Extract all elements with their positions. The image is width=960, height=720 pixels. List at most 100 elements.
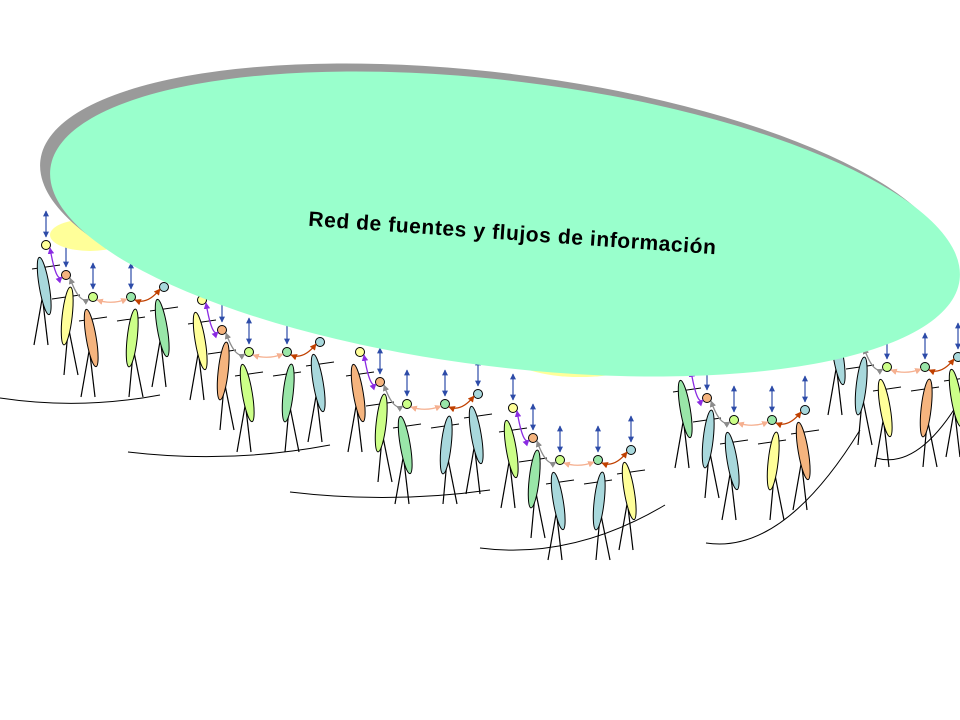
- person-head: [729, 415, 739, 425]
- arm: [498, 427, 528, 433]
- person-body: [154, 298, 170, 358]
- people-group: [127, 265, 335, 458]
- arm: [345, 371, 375, 377]
- person-body: [877, 378, 893, 438]
- leg: [926, 418, 938, 468]
- horizontal-flow-arrow: [203, 302, 219, 339]
- leg: [288, 403, 300, 453]
- person-body: [216, 341, 230, 401]
- person-head: [920, 362, 930, 372]
- person-head: [440, 399, 450, 409]
- horizontal-flow-arrow: [361, 354, 377, 391]
- leg: [827, 366, 837, 416]
- person-head: [126, 292, 136, 302]
- arm: [463, 413, 493, 419]
- leg: [236, 403, 246, 453]
- person-body: [677, 379, 693, 439]
- leg: [674, 419, 684, 469]
- person-body: [125, 308, 139, 368]
- person-head: [61, 270, 71, 280]
- person-head: [953, 352, 960, 362]
- leg: [132, 348, 144, 398]
- person-body: [795, 421, 811, 481]
- horizontal-flow-arrow: [224, 332, 246, 360]
- arm: [616, 469, 646, 475]
- leg: [534, 489, 546, 539]
- person-body: [83, 308, 99, 368]
- person-body: [310, 353, 326, 413]
- person-head: [217, 325, 227, 335]
- person-body: [766, 431, 780, 491]
- person-body: [550, 471, 566, 531]
- leg: [945, 408, 955, 458]
- leg: [721, 471, 731, 521]
- leg: [189, 351, 199, 401]
- arm: [187, 319, 217, 325]
- person-body: [192, 311, 208, 371]
- person-head: [355, 347, 365, 357]
- person-body: [701, 409, 715, 469]
- leg: [381, 433, 393, 483]
- person-body: [468, 405, 484, 465]
- person-head: [555, 455, 565, 465]
- ground-arc: [127, 444, 331, 458]
- person-body: [919, 378, 933, 438]
- horizontal-flow-arrow: [928, 358, 955, 376]
- person-head: [315, 337, 325, 347]
- leg: [547, 511, 557, 561]
- arm: [719, 439, 749, 445]
- leg: [874, 418, 884, 468]
- arm: [234, 371, 264, 377]
- horizontal-flow-arrow: [410, 405, 442, 412]
- ground-arc: [705, 429, 861, 545]
- arm: [672, 387, 702, 393]
- leg: [80, 348, 90, 398]
- people-group: [289, 317, 493, 505]
- horizontal-flow-arrow: [134, 288, 161, 306]
- person-head: [528, 433, 538, 443]
- person-body: [60, 286, 74, 346]
- leg: [599, 511, 611, 561]
- horizontal-flow-arrow: [290, 343, 317, 361]
- person-body: [397, 415, 413, 475]
- arm: [392, 423, 422, 429]
- person-head: [508, 403, 518, 413]
- horizontal-flow-arrow: [47, 247, 63, 284]
- person-body: [350, 363, 366, 423]
- person-head: [402, 399, 412, 409]
- person-head: [882, 362, 892, 372]
- horizontal-flow-arrow: [448, 395, 475, 413]
- person-body: [592, 471, 606, 531]
- ground-arc: [479, 504, 666, 551]
- person-head: [88, 292, 98, 302]
- person-head: [244, 347, 254, 357]
- person-head: [375, 377, 385, 387]
- ellipse-main: [50, 71, 960, 377]
- people-groups: [0, 210, 960, 561]
- person-head: [626, 445, 636, 455]
- leg: [618, 501, 628, 551]
- horizontal-flow-arrow: [96, 298, 128, 305]
- leg: [33, 296, 43, 346]
- horizontal-flow-arrow: [382, 384, 404, 412]
- person-head: [473, 389, 483, 399]
- leg: [67, 326, 79, 376]
- people-group: [479, 373, 666, 561]
- arm: [149, 306, 179, 312]
- horizontal-flow-arrow: [862, 347, 884, 375]
- person-head: [159, 282, 169, 292]
- arm: [943, 378, 960, 382]
- person-head: [767, 415, 777, 425]
- person-body: [724, 431, 740, 491]
- horizontal-flow-arrow: [737, 421, 769, 428]
- person-body: [239, 363, 255, 423]
- arm: [31, 264, 61, 270]
- horizontal-flow-arrow: [775, 411, 802, 429]
- person-head: [41, 240, 51, 250]
- person-head: [282, 347, 292, 357]
- ground-arc: [289, 489, 491, 499]
- network-ellipse: Red de fuentes y flujos de información: [40, 63, 960, 377]
- leg: [861, 396, 873, 446]
- horizontal-flow-arrow: [709, 400, 731, 428]
- person-body: [503, 419, 519, 479]
